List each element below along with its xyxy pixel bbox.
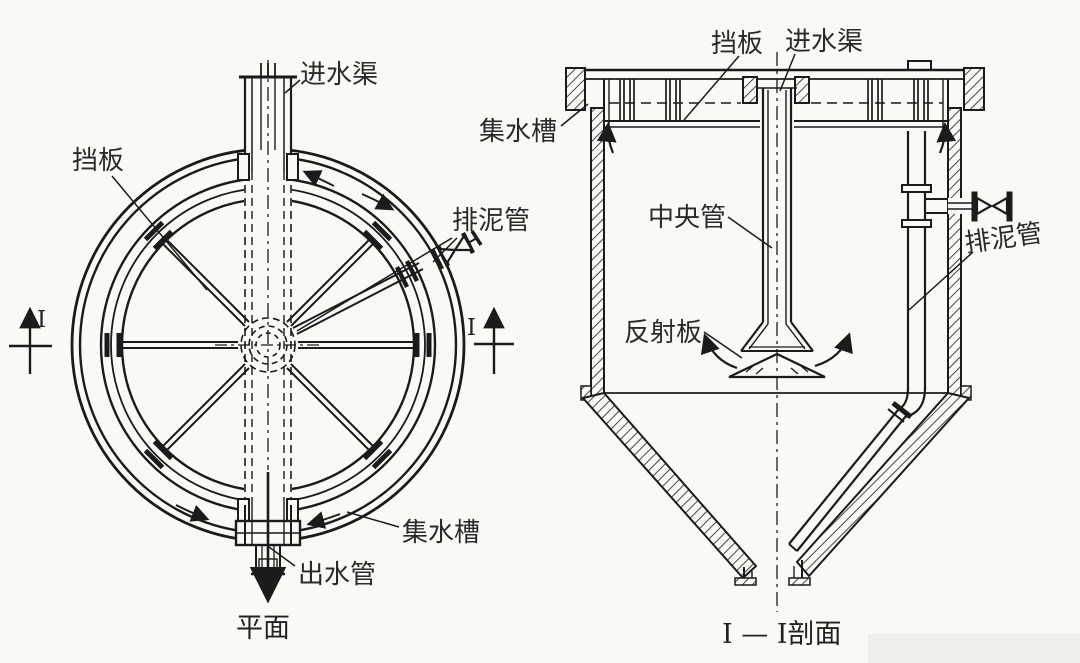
plan-view: I I 进水渠 挡板 排泥管 集水槽 出水管 平面: [9, 60, 530, 644]
plan-label-collecting-trough: 集水槽: [402, 518, 480, 548]
valve-section: [971, 191, 1013, 222]
spoke-pads: [104, 220, 432, 470]
sludge-pipe-section: [788, 131, 1013, 552]
channel-junction-pads: [237, 153, 299, 526]
trough-baffles: [619, 79, 929, 121]
suction-pipe: [788, 387, 927, 552]
section-label-collecting-trough: 集水槽: [479, 117, 557, 147]
flow-arrows-section: [596, 122, 957, 370]
section-marker-label-right: I: [467, 315, 476, 341]
central-pipe-section: [740, 87, 814, 352]
radial-spokes: [121, 238, 415, 452]
plan-label-baffle: 挡板: [72, 146, 124, 176]
plan-label-outlet-pipe: 出水管: [298, 560, 376, 590]
tank-walls: [580, 107, 972, 401]
section-label-reflector-plate: 反射板: [624, 318, 702, 348]
plan-label-inlet-channel: 进水渠: [300, 60, 378, 90]
inlet-channel-wall-left: [742, 76, 758, 104]
section-label-baffle: 挡板: [711, 29, 763, 59]
section-label-inlet-channel: 进水渠: [785, 27, 863, 57]
plan-label-sludge-pipe: 排泥管: [452, 206, 530, 236]
outlet-structure: [234, 472, 302, 604]
section-cut-marker-right: I: [467, 306, 514, 374]
section-leader-lines: [560, 53, 974, 359]
plan-leader-lines: [111, 79, 458, 567]
section-label-central-pipe: 中央管: [648, 203, 726, 233]
paper-corner-shade: [868, 634, 1080, 663]
flow-arrows-plan: [175, 170, 395, 529]
conical-hopper: [581, 391, 971, 586]
central-pipe-plan: [215, 317, 322, 373]
trough-band: [603, 76, 949, 128]
section-marker-label-left: I: [37, 307, 46, 333]
section-cut-marker-left: I: [9, 306, 52, 374]
valve-plan: [435, 230, 483, 268]
inlet-channel-wall-right: [794, 76, 810, 104]
plan-view-title: 平面: [236, 613, 290, 644]
pipe-flare: [740, 321, 814, 352]
sludge-outlet: [734, 560, 811, 586]
section-view-title: I — I剖面: [722, 619, 842, 650]
